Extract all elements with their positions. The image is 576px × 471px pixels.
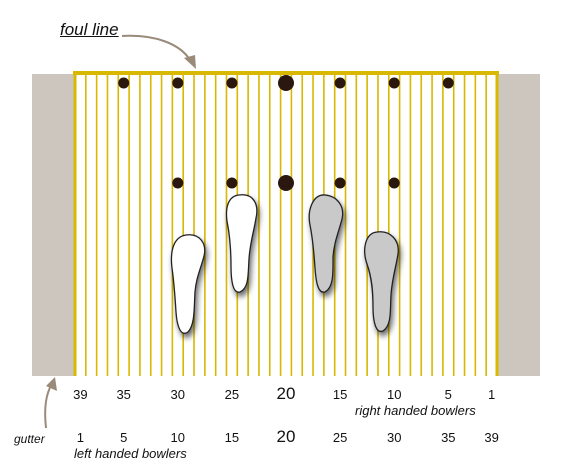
right-board-number-15: 15: [332, 387, 348, 402]
target-dot-icon: [442, 77, 454, 89]
left-handed-label: left handed bowlers: [74, 446, 187, 461]
shoe-print-icon: [170, 234, 206, 334]
shoe-print-icon: [308, 194, 344, 293]
target-dot-icon: [278, 175, 294, 191]
shoe-print-icon: [225, 194, 258, 293]
right-board-number-39: 39: [73, 387, 88, 402]
footprints: [170, 194, 399, 334]
gutter-right: [498, 74, 540, 376]
right-board-number-35: 35: [116, 387, 131, 402]
left-board-number-35: 35: [441, 430, 456, 445]
gutter-left: [32, 74, 74, 376]
gutter-label: gutter: [14, 432, 45, 446]
left-board-number-1: 1: [76, 430, 85, 445]
right-board-number-25: 25: [224, 387, 240, 402]
target-dot-icon: [388, 77, 400, 89]
target-dot-icon: [334, 177, 346, 189]
shoe-print-icon: [364, 231, 399, 333]
target-dot-icon: [278, 75, 294, 91]
right-board-number-5: 5: [444, 387, 452, 402]
curved-arrow-icon: [121, 34, 191, 61]
left-board-number-30: 30: [386, 430, 402, 445]
target-dot-icon: [172, 77, 184, 89]
target-dot-icon: [226, 77, 238, 89]
arrow-head: [46, 377, 57, 391]
left-board-number-25: 25: [332, 430, 348, 445]
right-handed-label: right handed bowlers: [355, 403, 476, 418]
right-board-number-30: 30: [170, 387, 186, 402]
target-dot-icon: [172, 177, 184, 189]
curved-arrow-icon: [44, 383, 53, 429]
left-board-number-39: 39: [484, 430, 499, 445]
foul-line-label: foul line: [60, 20, 119, 39]
left-board-number-5: 5: [120, 430, 128, 445]
target-dot-icon: [118, 77, 130, 89]
target-dot-icon: [226, 177, 238, 189]
lane-surface: [74, 73, 498, 376]
target-dots: [118, 75, 454, 191]
arrow-head: [184, 55, 196, 69]
right-board-number-20: 20: [276, 384, 296, 403]
right-board-number-10: 10: [386, 387, 402, 402]
target-dot-icon: [334, 77, 346, 89]
left-board-number-15: 15: [224, 430, 240, 445]
right-board-number-1: 1: [487, 387, 496, 402]
left-board-number-10: 10: [170, 430, 186, 445]
left-board-number-20: 20: [276, 427, 296, 446]
target-dot-icon: [388, 177, 400, 189]
